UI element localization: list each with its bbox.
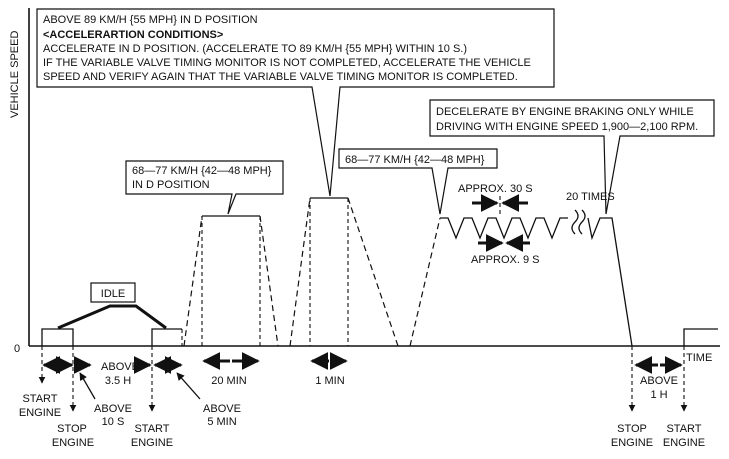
top-callout-line1: ABOVE 89 KM/H {55 MPH} IN D POSITION [43,14,258,26]
decel-callout-line1: DECELERATE BY ENGINE BRAKING ONLY WHILE [436,106,694,118]
idle-segment-2 [151,328,182,346]
above5min-line1: ABOVE [203,403,241,415]
speed1-line1: 68—77 KM/H {42—48 MPH} [132,165,272,177]
decel-callout-line2: DRIVING WITH ENGINE SPEED 1,900—2,100 RP… [436,121,698,133]
top-callout-line3: ACCELERATE IN D POSITION. (ACCELERATE TO… [43,43,467,55]
span-20min-label: 20 MIN [211,375,247,387]
idle-segment-3 [683,328,718,346]
above1h-line2: 1 H [650,389,667,401]
idle-bracket [57,304,167,330]
start1-line1: START [22,393,57,405]
approx-30s-label: APPROX. 30 S [458,183,533,195]
start3-line2: ENGINE [663,437,705,449]
times-20-label: 20 TIMES [566,191,615,203]
idle-box [90,282,136,303]
above1h-line1: ABOVE [640,375,678,387]
top-callout-box [36,8,555,197]
above5min-pointer [176,372,201,400]
span-1min-label: 1 MIN [315,375,344,387]
stop1-line2: ENGINE [52,437,94,449]
decel-ramp-up [409,217,441,347]
speed2-callout-box [338,148,498,215]
y-axis-label: VEHICLE SPEED [9,31,21,118]
approx-9s-label: APPROX. 9 S [471,254,539,266]
stop2-line1: STOP [617,423,647,435]
speed1-line2: IN D POSITION [132,179,210,191]
origin-label: 0 [14,343,20,355]
high-ramp-up [289,197,311,347]
above10s-line2: 10 S [102,416,125,428]
top-callout-line5: SPEED AND VERIFY AGAIN THAT THE VARIABLE… [43,71,518,83]
decel-cycle-end [587,217,633,347]
high-ramp-down [347,197,399,347]
start1-line2: ENGINE [19,407,61,419]
start2-line2: ENGINE [131,437,173,449]
speed1-callout-box [125,160,284,215]
above35h-line1: ABOVE [101,361,139,373]
stop1-line1: STOP [57,423,87,435]
x-axis-label: TIME [686,352,712,364]
top-callout-line2: <ACCELERARTION CONDITIONS> [43,29,223,41]
idle-segment-1 [41,328,74,346]
above10s-pointer [79,372,96,400]
start2-line1: START [134,423,169,435]
idle-label: IDLE [101,288,125,300]
above35h-line2: 3.5 H [105,375,131,387]
cruise1-ramp-down [259,215,279,347]
top-callout-line4: IF THE VARIABLE VALVE TIMING MONITOR IS … [43,57,531,69]
speed2-line1: 68—77 KM/H {42—48 MPH} [345,154,485,166]
start3-line1: START [666,423,701,435]
decel-cycle-wave [440,217,568,240]
above5min-line2: 5 MIN [207,416,236,428]
decel-callout-box [429,99,715,215]
stop2-line2: ENGINE [611,437,653,449]
break-mark [571,209,586,235]
cruise1-ramp-up [183,215,203,347]
above10s-line1: ABOVE [94,403,132,415]
